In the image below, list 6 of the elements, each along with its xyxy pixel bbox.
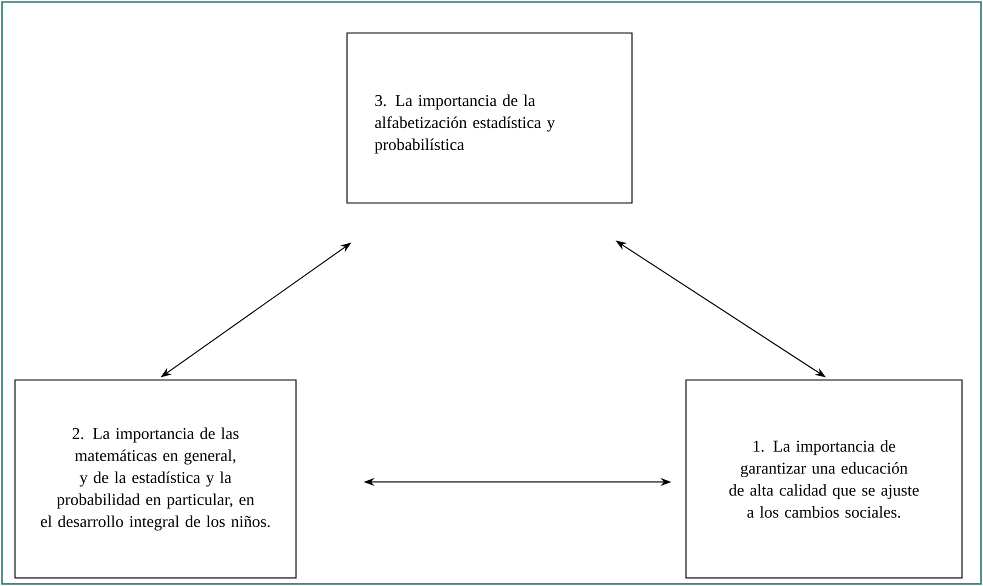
box-text: 1. La importancia de garantizar una educación de alta calidad que se ajuste a los cambios sociales. <box>729 440 919 518</box>
text-box <box>346 32 633 204</box>
box-text: 2. La importancia de las matemáticas en general, y de la estadística y la probabilidad en particular, en el desarrollo integral de los niños. <box>40 427 270 530</box>
text-box <box>14 379 297 579</box>
box-text: 3. La importancia de la alfabetización estadística y probabilística <box>374 94 555 154</box>
text-box <box>685 379 963 579</box>
